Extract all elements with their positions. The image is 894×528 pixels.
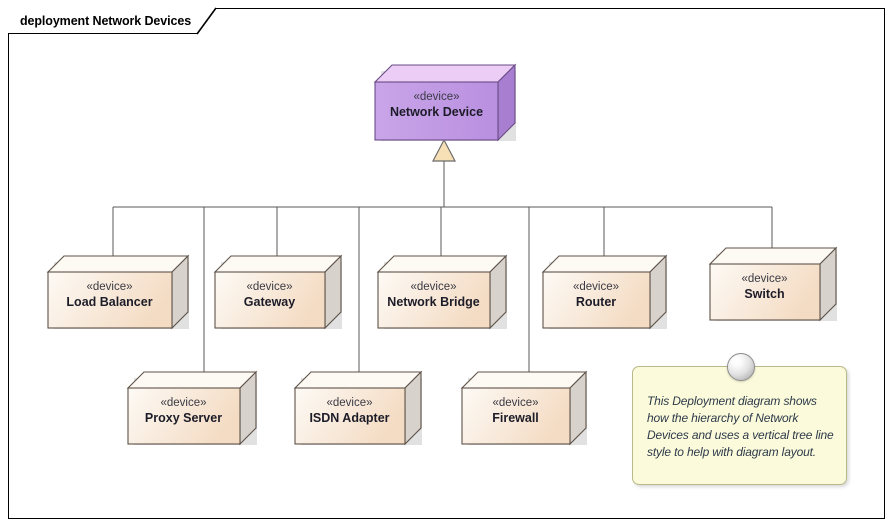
diagram-frame-tab: deployment Network Devices [8,8,216,34]
frame-tab-diagonal-icon [196,7,217,35]
node-network-bridge[interactable]: «device» Network Bridge [376,254,508,330]
node-gateway[interactable]: «device» Gateway [213,254,343,330]
diagram-frame [8,8,885,519]
node-switch[interactable]: «device» Switch [708,246,838,322]
node-router[interactable]: «device» Router [541,254,668,330]
node-3d-box [373,63,517,142]
node-3d-box [708,246,838,322]
node-load-balancer[interactable]: «device» Load Balancer [46,254,190,330]
node-isdn-adapter[interactable]: «device» ISDN Adapter [293,370,423,446]
node-3d-box [213,254,343,330]
node-firewall[interactable]: «device» Firewall [460,370,588,446]
node-proxy-server[interactable]: «device» Proxy Server [126,370,258,446]
node-network-device[interactable]: «device» Network Device [373,63,517,142]
page-title: deployment Network Devices [20,14,192,28]
node-3d-box [541,254,668,330]
node-3d-box [126,370,258,446]
frame-tab-underline [8,33,198,34]
node-3d-box [376,254,508,330]
node-3d-box [460,370,588,446]
note-text: This Deployment diagram shows how the hi… [647,394,834,460]
note-pin-icon [727,353,755,381]
diagram-note[interactable]: This Deployment diagram shows how the hi… [632,366,847,485]
node-3d-box [46,254,190,330]
node-3d-box [293,370,423,446]
